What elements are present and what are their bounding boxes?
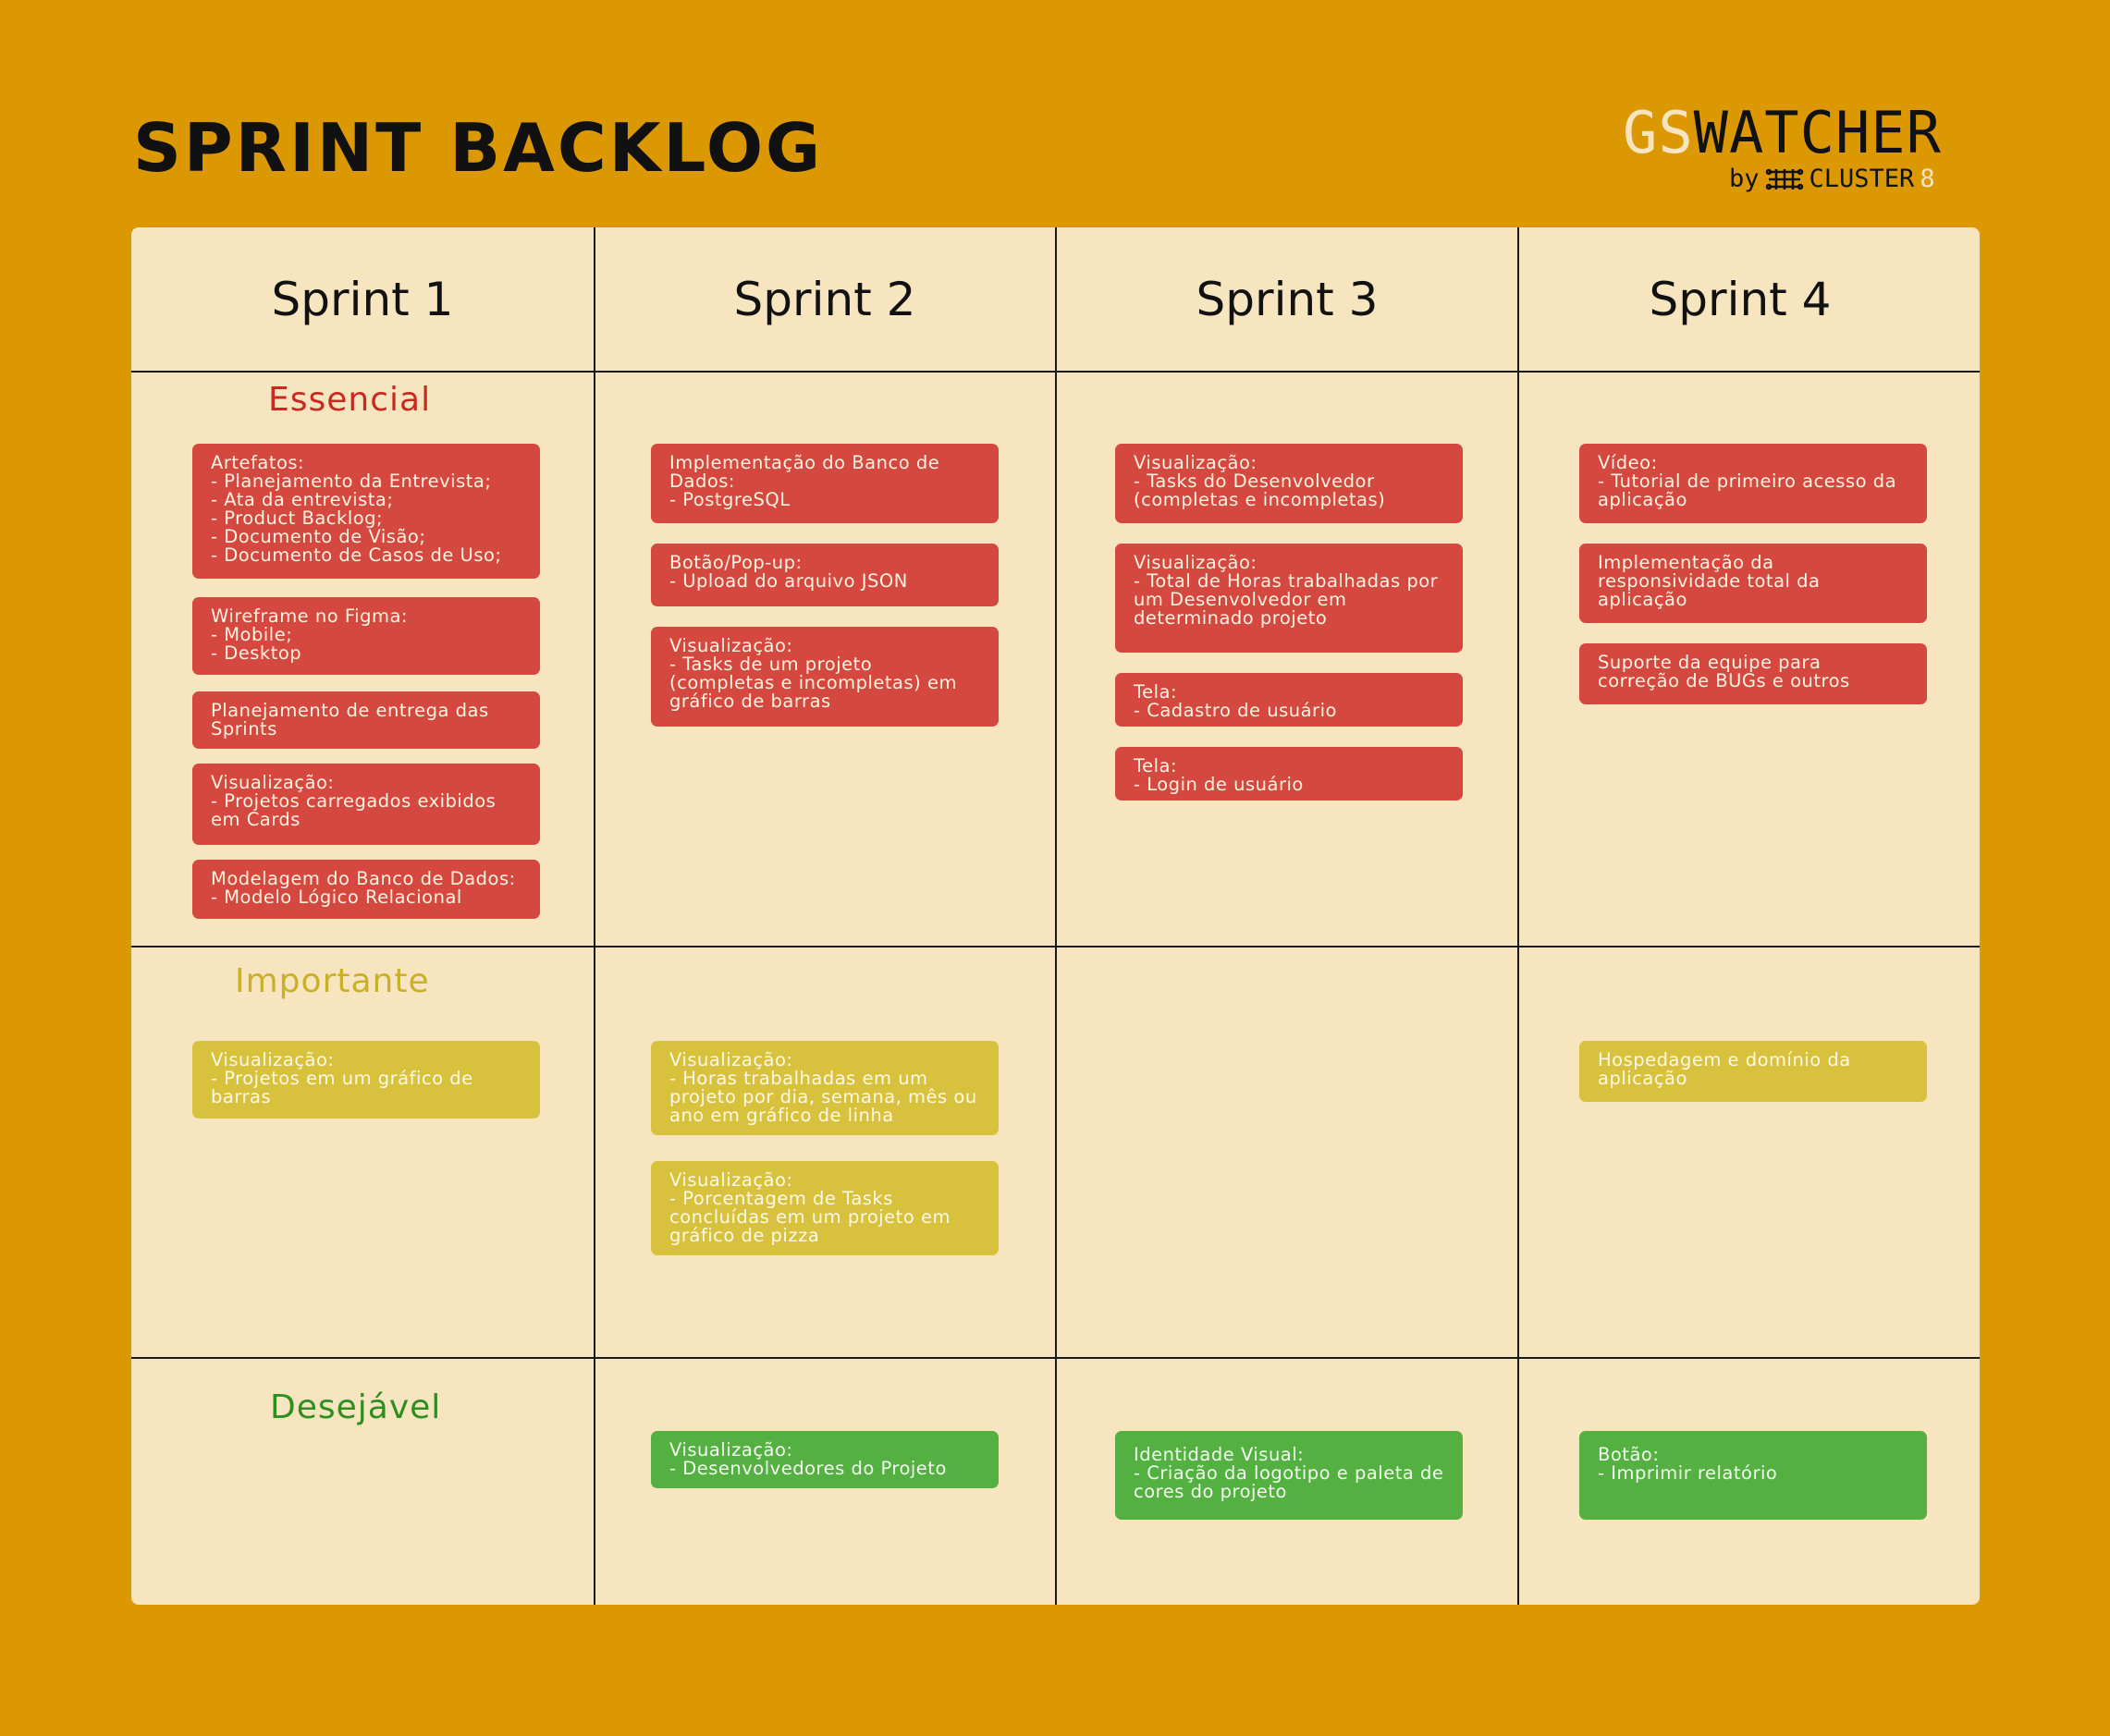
row-divider	[131, 371, 1980, 373]
backlog-board: Sprint 1 Sprint 2 Sprint 3 Sprint 4 Esse…	[131, 227, 1980, 1605]
band-desejavel: Desejável	[270, 1388, 442, 1426]
band-importante: Importante	[235, 962, 430, 1000]
gswatcher-logo: GSWATCHER by CLUSTER 8	[1623, 104, 1974, 196]
logo-watcher: WATCHER	[1693, 99, 1942, 166]
card-responsividade[interactable]: Implementação da responsividade total da…	[1579, 544, 1927, 623]
logo-gs: GS	[1623, 99, 1694, 166]
card-modelagem-banco[interactable]: Modelagem do Banco de Dados: - Modelo Ló…	[192, 860, 540, 919]
card-tasks-desenvolvedor[interactable]: Visualização: - Tasks do Desenvolvedor (…	[1115, 444, 1463, 523]
circuit-icon	[1765, 168, 1803, 190]
column-divider	[594, 227, 595, 1605]
sprint-1-header: Sprint 1	[271, 273, 454, 326]
card-planejamento-sprints[interactable]: Planejamento de entrega das Sprints	[192, 691, 540, 749]
column-divider	[1517, 227, 1519, 1605]
card-tasks-grafico-pizza[interactable]: Visualização: - Porcentagem de Tasks con…	[651, 1161, 999, 1255]
card-horas-grafico-linha[interactable]: Visualização: - Horas trabalhadas em um …	[651, 1041, 999, 1135]
logo-byline: by CLUSTER 8	[1729, 163, 1935, 196]
card-imprimir-relatorio[interactable]: Botão: - Imprimir relatório	[1579, 1431, 1927, 1520]
page-title: SPRINT BACKLOG	[133, 109, 824, 187]
sprint-4-header: Sprint 4	[1649, 273, 1832, 326]
card-login-usuario[interactable]: Tela: - Login de usuário	[1115, 747, 1463, 801]
row-divider	[131, 1357, 1980, 1359]
card-suporte-bugs[interactable]: Suporte da equipe para correção de BUGs …	[1579, 643, 1927, 704]
card-video-tutorial[interactable]: Vídeo: - Tutorial de primeiro acesso da …	[1579, 444, 1927, 523]
card-cadastro-usuario[interactable]: Tela: - Cadastro de usuário	[1115, 673, 1463, 727]
logo-cluster: CLUSTER	[1809, 165, 1915, 193]
sprint-3-header: Sprint 3	[1196, 273, 1379, 326]
logo-by: by	[1729, 165, 1760, 193]
card-projetos-grafico-barras[interactable]: Visualização: - Projetos em um gráfico d…	[192, 1041, 540, 1119]
card-banco-dados[interactable]: Implementação do Banco de Dados: - Postg…	[651, 444, 999, 523]
card-wireframe-figma[interactable]: Wireframe no Figma: - Mobile; - Desktop	[192, 597, 540, 675]
logo-eight: 8	[1920, 165, 1935, 193]
card-desenvolvedores-projeto[interactable]: Visualização: - Desenvolvedores do Proje…	[651, 1431, 999, 1488]
card-hospedagem-dominio[interactable]: Hospedagem e domínio da aplicação	[1579, 1041, 1927, 1102]
band-essencial: Essencial	[268, 381, 432, 419]
card-artefatos[interactable]: Artefatos: - Planejamento da Entrevista;…	[192, 444, 540, 579]
card-horas-desenvolvedor[interactable]: Visualização: - Total de Horas trabalhad…	[1115, 544, 1463, 653]
column-divider	[1055, 227, 1057, 1605]
logo-wordmark: GSWATCHER	[1623, 104, 1942, 163]
sprint-2-header: Sprint 2	[733, 273, 916, 326]
card-upload-json[interactable]: Botão/Pop-up: - Upload do arquivo JSON	[651, 544, 999, 606]
card-projetos-cards[interactable]: Visualização: - Projetos carregados exib…	[192, 764, 540, 845]
card-identidade-visual[interactable]: Identidade Visual: - Criação da logotipo…	[1115, 1431, 1463, 1520]
row-divider	[131, 946, 1980, 947]
card-tasks-projeto[interactable]: Visualização: - Tasks de um projeto (com…	[651, 627, 999, 727]
